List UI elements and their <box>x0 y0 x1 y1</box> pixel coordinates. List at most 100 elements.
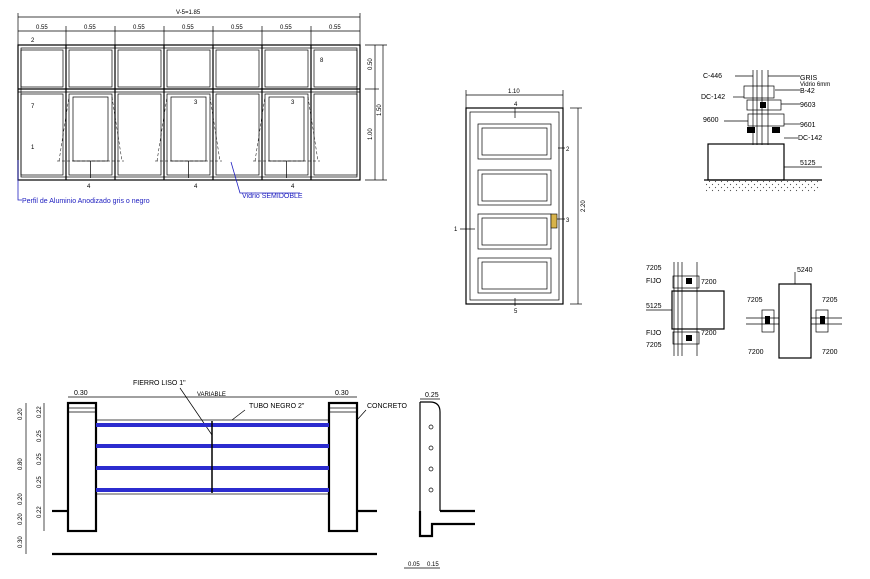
rail-v025a: 0.25 <box>37 430 43 442</box>
door-width-dim: 1.10 <box>508 89 520 95</box>
lbl-dc142b: DC-142 <box>798 135 822 142</box>
overall-dim-text: V-5=1.85 <box>176 10 201 16</box>
operable-sash <box>170 96 207 162</box>
section-profile-low <box>747 113 785 127</box>
tag-8: 8 <box>320 58 324 64</box>
section-profile-top <box>743 85 775 99</box>
rail-post-section <box>419 401 441 536</box>
transom-pane <box>215 49 260 88</box>
door-tag-left: 1 <box>454 227 458 233</box>
door-frame <box>465 107 564 305</box>
plan-right-clip <box>815 309 829 333</box>
right-dim-050: 0.50 <box>368 58 374 70</box>
rail-v022a: 0.22 <box>37 406 43 418</box>
section-floor-hatch <box>706 180 820 192</box>
plan-lbl-7205a: 7205 <box>646 265 662 272</box>
right-dim-100: 1.00 <box>368 128 374 140</box>
tag-4b: 4 <box>194 184 198 190</box>
plan-post <box>778 283 812 359</box>
plan-lbl-5240: 5240 <box>797 267 813 274</box>
rail-dim-030b: 0.30 <box>335 390 349 397</box>
door-leaf <box>469 111 560 301</box>
rail-v025c: 0.25 <box>37 476 43 488</box>
door-panel <box>477 257 552 294</box>
lbl-9603: 9603 <box>800 102 816 109</box>
rail-lbl-tubo: TUBO NEGRO 2" <box>249 403 305 410</box>
module-dim-4: 0.55 <box>182 25 194 31</box>
rail-dim-030a: 0.30 <box>74 390 88 397</box>
lbl-9600: 9600 <box>703 117 719 124</box>
rail-v025b: 0.25 <box>37 453 43 465</box>
tag-3a: 3 <box>194 100 198 106</box>
lower-pane <box>215 93 260 176</box>
module-dim-5: 0.55 <box>231 25 243 31</box>
lbl-9601: 9601 <box>800 122 816 129</box>
rail-b015: 0.15 <box>427 562 439 568</box>
plan-lbl-7200d: 7200 <box>822 349 838 356</box>
door-tag-handle: 3 <box>566 218 570 224</box>
plan-left-clip <box>761 309 775 333</box>
door-tag-bottom: 5 <box>514 309 518 315</box>
lbl-b42: B-42 <box>800 88 815 95</box>
operable-sash <box>72 96 109 162</box>
transom-pane <box>166 49 211 88</box>
plan-profile-bottom <box>672 331 700 345</box>
plan-mullion <box>671 290 725 330</box>
rail-v080: 0.80 <box>18 458 24 470</box>
module-dim-2: 0.55 <box>84 25 96 31</box>
door-panel <box>477 213 552 250</box>
transom-pane <box>117 49 162 88</box>
plan-lbl-7205c: 7205 <box>747 297 763 304</box>
section-detail: C-446 GRIS Vidrio 6mm B-42 DC-142 9603 9… <box>701 70 830 192</box>
section-gasket <box>760 102 766 108</box>
rail-lbl-concreto: CONCRETO <box>367 403 407 410</box>
glass-leader <box>230 161 300 194</box>
right-dim-150: 1.50 <box>377 104 383 116</box>
rail-post-left <box>66 401 98 533</box>
module-dim-6: 0.55 <box>280 25 292 31</box>
lbl-dc142a: DC-142 <box>701 94 725 101</box>
plan-detail: 7205 FIJO 7200 5125 FIJO 7200 7205 5240 … <box>646 262 842 359</box>
plan-lbl-7205d: 7205 <box>822 297 838 304</box>
tag-7: 7 <box>31 104 35 110</box>
plan-lbl-5125: 5125 <box>646 303 662 310</box>
door-handle-icon <box>550 213 558 229</box>
plan-lbl-7205b: 7205 <box>646 342 662 349</box>
transom-pane <box>264 49 309 88</box>
module-dim-3: 0.55 <box>133 25 145 31</box>
module-dim-7: 0.55 <box>329 25 341 31</box>
door-tag-top: 4 <box>514 102 518 108</box>
note-profile: Perfil de Aluminio Anodizado gris o negr… <box>22 198 150 205</box>
section-sill <box>707 143 785 181</box>
rail-v020a: 0.20 <box>18 408 24 420</box>
module-dim-ticks <box>17 13 361 45</box>
door-tag-right: 2 <box>566 147 570 153</box>
plan-profile-top <box>672 275 700 289</box>
transom-pane <box>313 49 358 88</box>
rail-b005: 0.05 <box>408 562 420 568</box>
plan-lbl-fijo1: FIJO <box>646 278 662 285</box>
transom-pane <box>20 49 64 88</box>
operable-sash <box>268 96 305 162</box>
lbl-5125: 5125 <box>800 160 816 167</box>
door-panel <box>477 123 552 160</box>
transom-pane <box>68 49 113 88</box>
rail-v020b: 0.20 <box>18 493 24 505</box>
rail-lbl-variable: VARIABLE <box>197 392 226 398</box>
tag-4a: 4 <box>87 184 91 190</box>
rail-footing-section <box>418 509 475 538</box>
plan-lbl-7200a: 7200 <box>701 279 717 286</box>
window-panes <box>20 45 358 180</box>
rail-lbl-fierro: FIERRO LISO 1" <box>133 380 186 387</box>
door-panel <box>477 169 552 206</box>
door-elevation: 1.10 2.20 4 2 3 1 5 <box>454 89 587 315</box>
window-inner-frame <box>20 47 358 178</box>
module-dim-1: 0.55 <box>36 25 48 31</box>
door-height-dim: 2.20 <box>581 200 587 212</box>
lower-pane <box>117 93 162 176</box>
lower-pane <box>313 93 358 176</box>
rail-post-right <box>327 401 359 533</box>
note-glass: Vidrio SEMIDOBLE <box>242 193 303 200</box>
window-elevation: V-5=1.85 0.55 0.55 0.55 0.55 0.55 0.55 0… <box>17 10 387 205</box>
